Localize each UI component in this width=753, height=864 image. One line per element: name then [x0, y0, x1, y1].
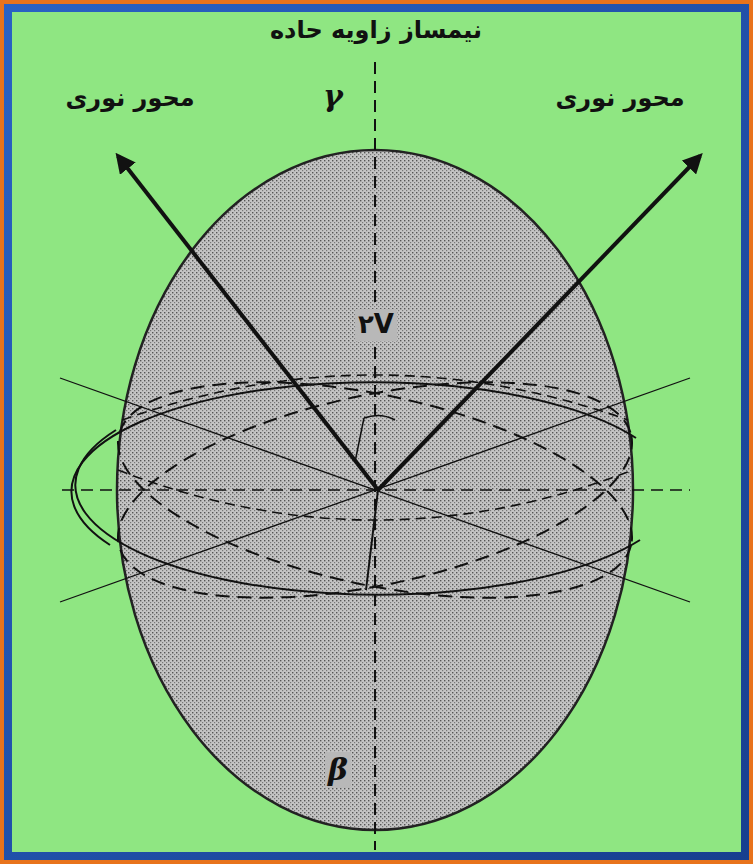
- angle-mark: [355, 415, 395, 462]
- circular-sections: [71, 343, 651, 638]
- axis-title: نیمساز زاویه حاده: [270, 16, 482, 45]
- optic-axis-arrow: [118, 156, 378, 490]
- axis-label: محور نوری: [65, 84, 194, 113]
- axis-symbol: γ: [323, 78, 343, 114]
- bisector-axis: [374, 62, 376, 850]
- axis-symbol: β: [325, 752, 351, 788]
- optic-axis-arrow: [378, 156, 700, 490]
- section-trace: [60, 378, 690, 602]
- section-line: [366, 490, 378, 590]
- section-trace: [60, 378, 690, 602]
- axis-label: محور نوری: [555, 84, 684, 113]
- angle-label: ۲V: [355, 309, 397, 340]
